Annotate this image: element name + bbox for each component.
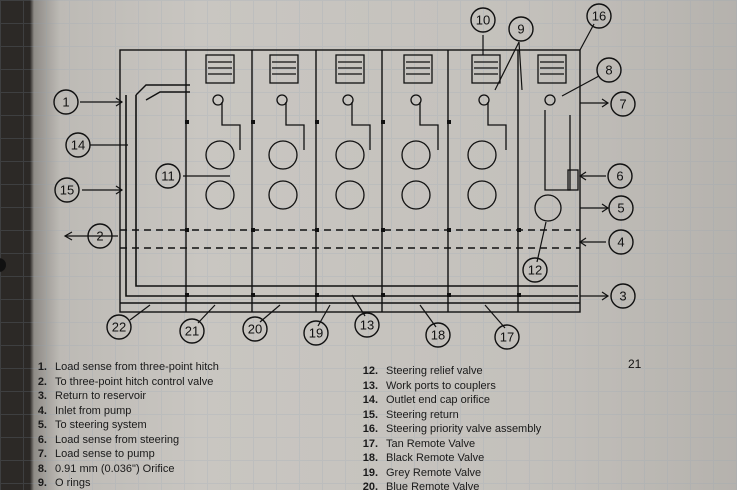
legend-item: 4.Inlet from pump xyxy=(37,404,132,417)
svg-text:2: 2 xyxy=(96,229,103,244)
callout-10: 10 xyxy=(470,7,496,33)
svg-text:12: 12 xyxy=(528,263,542,278)
spool-head-1 xyxy=(205,54,241,150)
svg-text:15: 15 xyxy=(60,183,74,198)
legend-item: 15.Steering return xyxy=(362,408,459,421)
callout-13: 13 xyxy=(354,312,380,338)
priority-spool-head xyxy=(537,54,579,191)
legend-item: 8.0.91 mm (0.036") Orifice xyxy=(37,462,175,475)
callout-14: 14 xyxy=(65,132,91,158)
legend-item: 17.Tan Remote Valve xyxy=(362,437,476,450)
figure-number: 21 xyxy=(628,357,642,371)
callout-5: 5 xyxy=(608,195,634,221)
callouts: 1 2 3 4 5 6 7 8 9 10 11 12 13 14 15 16 1… xyxy=(53,3,636,350)
callout-22: 22 xyxy=(106,314,132,340)
svg-text:11: 11 xyxy=(161,169,175,184)
spool-head-4 xyxy=(403,54,439,150)
svg-text:13: 13 xyxy=(360,318,374,333)
legend-item: 5.To steering system xyxy=(37,419,147,431)
legend-item: 18.Black Remote Valve xyxy=(362,452,485,464)
legend-item: 16.Steering priority valve assembly xyxy=(362,423,542,435)
callout-7: 7 xyxy=(610,91,636,117)
spool-head-2 xyxy=(269,54,305,150)
spool-head-5 xyxy=(471,54,507,150)
callout-20: 20 xyxy=(242,316,268,342)
legend-right-column: 12.Steering relief valve 13.Work ports t… xyxy=(358,364,542,490)
callout-16: 16 xyxy=(586,3,612,29)
callout-12: 12 xyxy=(522,257,548,283)
legend-item: 19.Grey Remote Valve xyxy=(362,466,482,479)
svg-text:1: 1 xyxy=(62,95,69,110)
callout-17: 17 xyxy=(494,324,520,350)
svg-text:21: 21 xyxy=(185,324,199,339)
svg-text:4: 4 xyxy=(617,235,624,250)
callout-8: 8 xyxy=(596,57,622,83)
svg-text:9: 9 xyxy=(517,22,524,37)
legend-item: 14.Outlet end cap orifice xyxy=(362,394,490,406)
svg-text:10: 10 xyxy=(476,13,490,28)
svg-text:14: 14 xyxy=(71,138,85,153)
legend-item: 13.Work ports to couplers xyxy=(362,379,496,392)
svg-text:16: 16 xyxy=(592,9,606,24)
svg-text:20: 20 xyxy=(248,322,262,337)
svg-text:17: 17 xyxy=(500,330,514,345)
callout-15: 15 xyxy=(54,177,80,203)
legend-item: 2.To three-point hitch control valve xyxy=(37,375,214,388)
callout-19: 19 xyxy=(303,320,329,346)
callout-2: 2 xyxy=(87,223,113,249)
legend-item: 9.O rings xyxy=(37,477,91,489)
legend-item: 3.Return to reservoir xyxy=(37,390,147,402)
callout-11: 11 xyxy=(155,163,181,189)
binder-hole xyxy=(0,258,6,272)
legend-item: 12.Steering relief valve xyxy=(362,365,483,377)
callout-1: 1 xyxy=(53,89,79,115)
callout-9: 9 xyxy=(508,16,534,42)
legend-left-column: 1.Load sense from three-point hitch 2.To… xyxy=(27,360,219,490)
svg-text:19: 19 xyxy=(309,326,323,341)
svg-text:3: 3 xyxy=(619,289,626,304)
svg-text:7: 7 xyxy=(619,97,626,112)
svg-text:5: 5 xyxy=(617,201,624,216)
svg-text:6: 6 xyxy=(616,169,623,184)
legend-item: 6.Load sense from steering xyxy=(37,433,180,446)
steering-relief-valve-symbol xyxy=(534,194,562,222)
callout-3: 3 xyxy=(610,283,636,309)
valve-stack-outline xyxy=(119,49,581,313)
callout-21: 21 xyxy=(179,318,205,344)
svg-text:8: 8 xyxy=(605,63,612,78)
spool-head-3 xyxy=(335,54,371,150)
svg-text:22: 22 xyxy=(112,320,126,335)
callout-4: 4 xyxy=(608,229,634,255)
callout-18: 18 xyxy=(425,322,451,348)
legend-item: 7.Load sense to pump xyxy=(37,448,155,460)
callout-6: 6 xyxy=(607,163,633,189)
legend-item: 1.Load sense from three-point hitch xyxy=(37,361,219,373)
svg-text:18: 18 xyxy=(431,328,445,343)
legend-item: 20.Blue Remote Valve xyxy=(362,481,480,490)
